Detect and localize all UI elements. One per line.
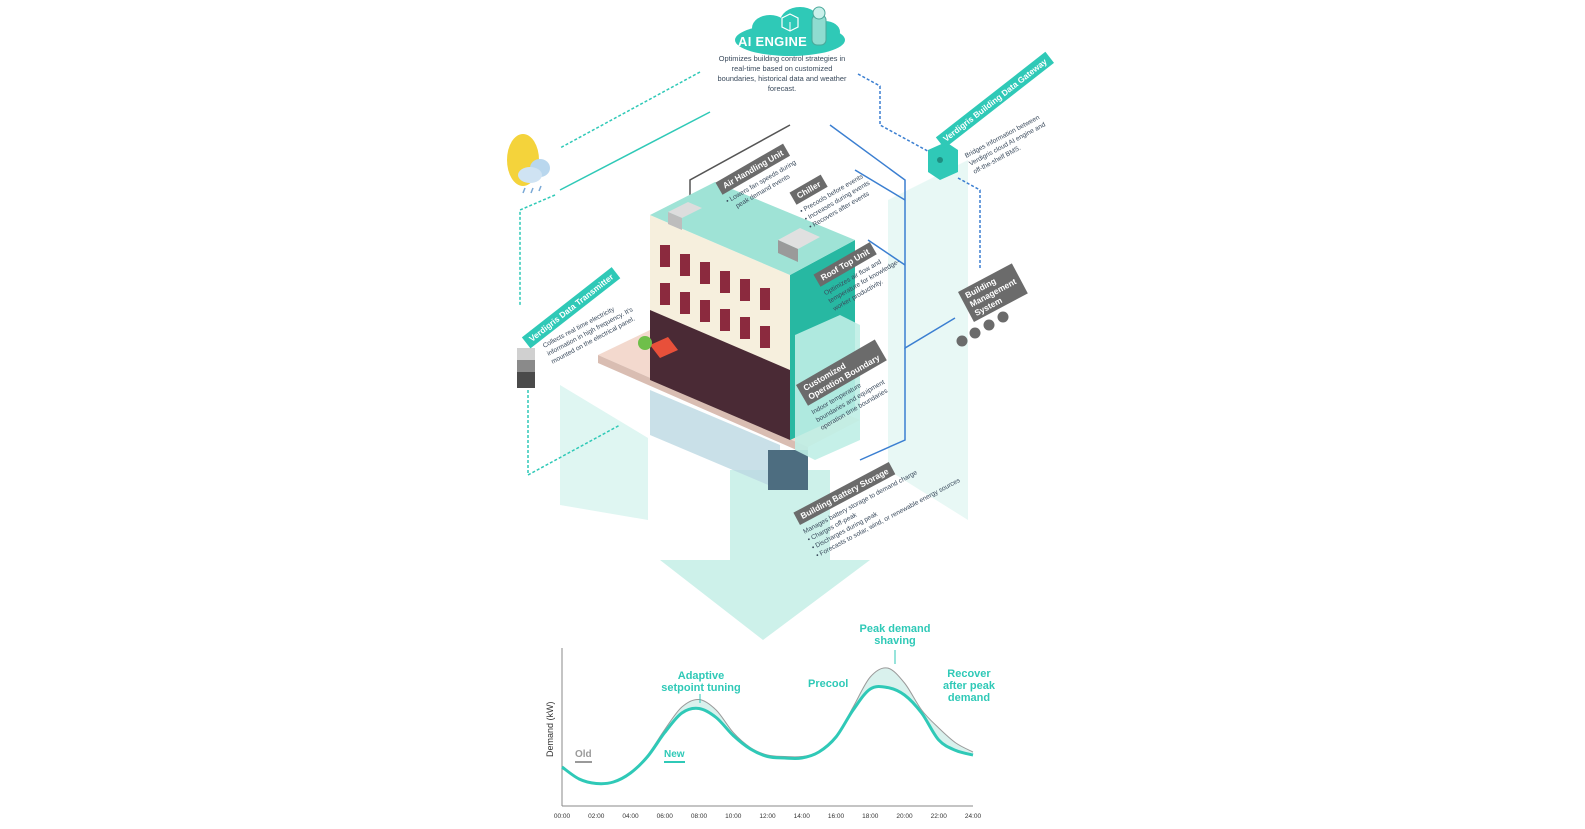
connector-to-chiller [854,169,906,201]
ai-engine-title: AI ENGINE [738,34,808,49]
x-tick-label: 16:00 [827,813,845,820]
robot-icon [811,6,827,46]
series-new-line [561,684,974,786]
x-tick-label: 08:00 [690,813,708,820]
connector-gateway-to-bms [957,177,981,270]
savings-band [562,667,973,784]
ai-engine-description: Optimizes building control strategies in… [717,54,847,93]
connector-transmitter-loop [527,390,621,477]
gateway-device-icon [928,142,958,180]
annotation-recover: Recover after peak demand [943,668,995,704]
x-tick-label: 18:00 [862,813,879,820]
series-old-line [561,667,974,785]
chart-y-axis-label: Demand (kW) [545,701,555,757]
x-tick-label: 10:00 [725,813,742,820]
building-illustration [598,182,860,490]
annotation-precool: Precool [808,678,849,690]
projection-shadow-right [888,160,968,520]
x-tick-label: 24:00 [964,813,982,820]
x-tick-label: 04:00 [622,813,639,820]
ai-cube-icon [781,13,799,32]
connector-ai-to-gateway [857,73,936,156]
transmitter-device-icon [517,348,535,388]
connector-weather-to-transmitter [519,194,556,305]
annotation-adaptive: Adaptive setpoint tuning [661,670,741,694]
connector-bms-to-equipment [829,124,956,350]
legend-new: New [664,749,685,763]
x-tick-label: 00:00 [553,813,571,820]
connector-to-battery [859,348,906,461]
weather-icon [507,134,550,194]
connector-to-rooftop [867,239,906,266]
x-tick-label: 20:00 [896,813,913,820]
x-tick-label: 06:00 [656,813,673,820]
bms-icon-row [956,311,1009,347]
connector-weather-to-ai [559,111,711,191]
connector-ai-to-weather [559,71,701,149]
connector-to-air-handling [689,124,791,198]
x-tick-label: 14:00 [793,813,810,820]
annotation-peak-shaving: Peak demand shaving [859,623,931,647]
legend-old: Old [575,749,592,763]
x-tick-label: 22:00 [930,813,947,820]
x-tick-label: 12:00 [759,813,776,820]
x-tick-label: 02:00 [588,813,605,820]
projection-shadow-left [560,385,648,520]
